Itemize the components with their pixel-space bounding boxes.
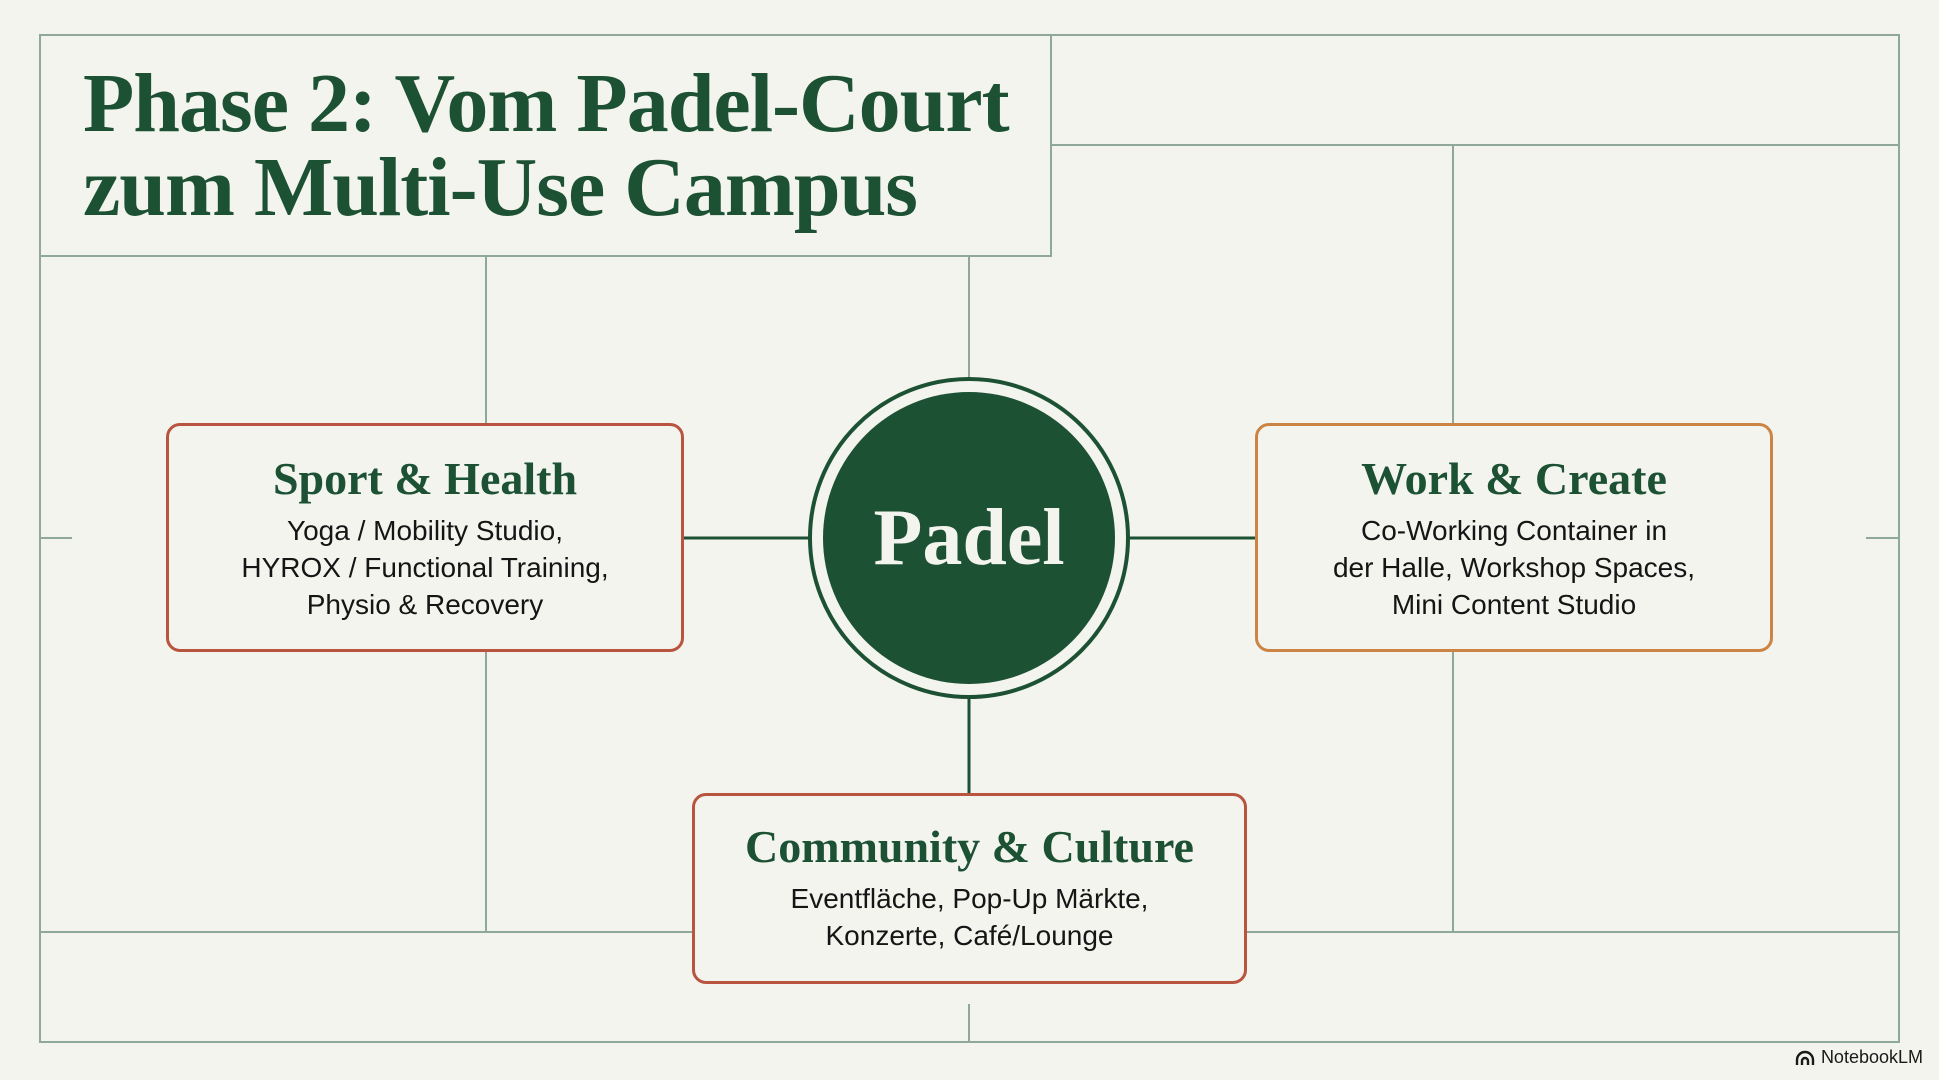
padel-circle: Padel (823, 392, 1115, 684)
box-line: Konzerte, Café/Lounge (825, 920, 1114, 951)
box-heading: Sport & Health (272, 453, 578, 504)
page-title: Phase 2: Vom Padel-Court zum Multi-Use C… (83, 62, 1010, 230)
box-body: Yoga / Mobility Studio, HYROX / Function… (169, 512, 681, 623)
title-line-2: zum Multi-Use Campus (83, 141, 918, 234)
work-create-box: Work & Create Co-Working Container in de… (1255, 423, 1773, 652)
box-body: Eventfläche, Pop-Up Märkte, Konzerte, Ca… (695, 880, 1244, 954)
box-line: Co-Working Container in (1360, 515, 1668, 546)
padel-label: Padel (873, 493, 1065, 582)
box-line: der Halle, Workshop Spaces, (1332, 552, 1696, 583)
brand-label: NotebookLM (1820, 1047, 1923, 1067)
box-line: Mini Content Studio (1391, 589, 1637, 620)
community-culture-box: Community & Culture Eventfläche, Pop-Up … (692, 793, 1247, 984)
title-line-1: Phase 2: Vom Padel-Court (83, 57, 1010, 150)
box-heading: Community & Culture (745, 821, 1194, 872)
box-line: Yoga / Mobility Studio, (286, 515, 564, 546)
sport-health-box: Sport & Health Yoga / Mobility Studio, H… (166, 423, 684, 652)
box-heading: Work & Create (1361, 453, 1667, 504)
box-line: Physio & Recovery (306, 589, 544, 620)
box-line: HYROX / Functional Training, (241, 552, 609, 583)
box-line: Eventfläche, Pop-Up Märkte, (790, 883, 1149, 914)
box-body: Co-Working Container in der Halle, Works… (1258, 512, 1770, 623)
notebooklm-logo-icon (1795, 1050, 1815, 1065)
notebooklm-watermark: NotebookLM (1795, 1047, 1923, 1068)
